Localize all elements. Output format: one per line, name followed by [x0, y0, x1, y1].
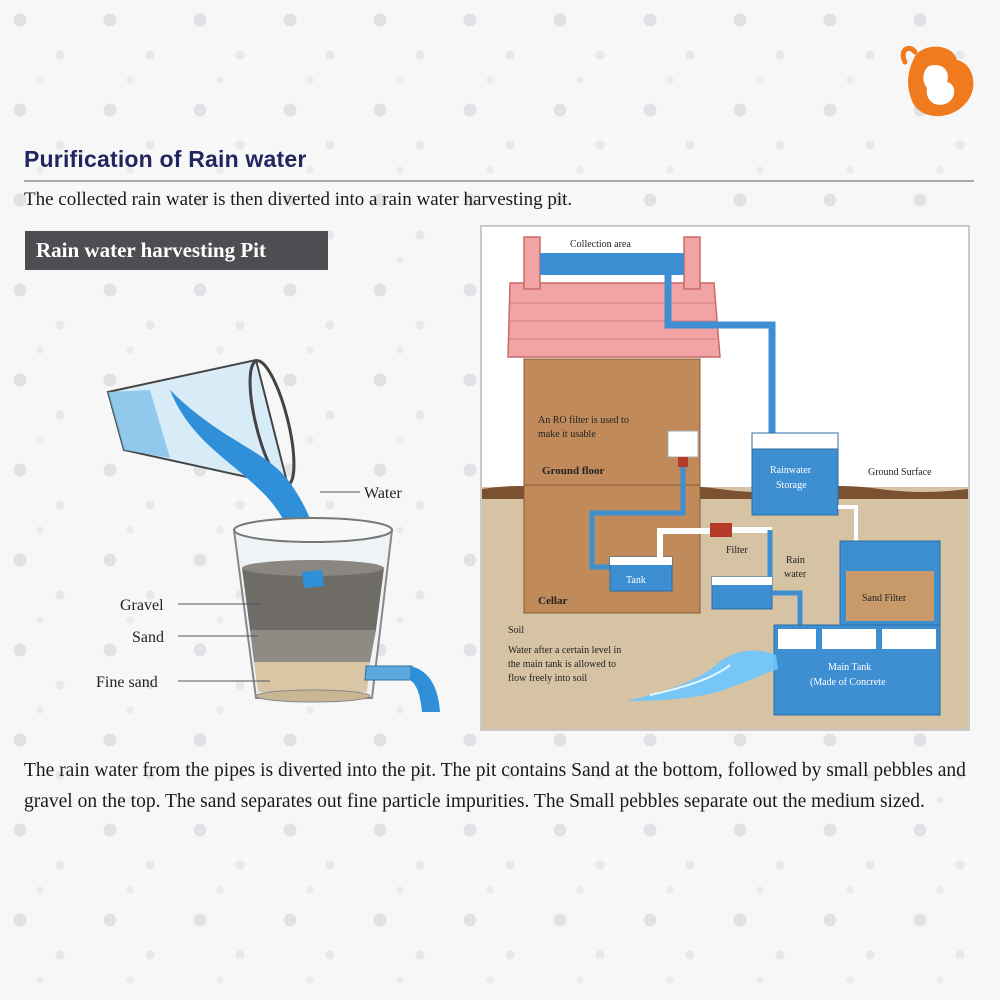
house-ground-floor — [523, 358, 701, 486]
chimney-right — [683, 236, 701, 290]
sand-layer — [250, 630, 376, 662]
fine-sand-label: Fine sand — [96, 674, 158, 691]
pit-section-label: Rain water harvesting Pit — [25, 231, 328, 270]
description-text: The rain water from the pipes is diverte… — [24, 760, 966, 812]
house-cellar — [523, 484, 701, 614]
main-tank-label-1: Main Tank — [828, 662, 871, 673]
soil-note-1: Water after a certain level in — [508, 645, 621, 656]
harvesting-house-diagram: Collection area Rainwater Storage An RO … — [480, 225, 970, 731]
sand-label: Sand — [132, 629, 164, 646]
outlet-water — [410, 666, 440, 712]
soil-note-3: flow freely into soil — [508, 673, 587, 684]
soil-label: Soil — [508, 625, 524, 636]
ground-floor-label: Ground floor — [542, 465, 605, 477]
chimney-left — [523, 236, 541, 290]
water-stream — [170, 390, 322, 572]
rain-water-label-2: water — [784, 569, 807, 580]
soil-note-2: the main tank is allowed to — [508, 659, 616, 670]
ro-filter-label-2: make it usable — [538, 429, 596, 440]
water-label: Water — [364, 485, 402, 502]
rainwater-storage-label-1: Rainwater — [770, 465, 812, 476]
roof — [507, 282, 721, 358]
main-tank-label-2: (Made of Concrete — [810, 677, 886, 688]
rainwater-storage-label-2: Storage — [776, 480, 807, 491]
intro-text: The collected rain water is then diverte… — [24, 189, 573, 210]
ro-filter-box — [667, 430, 699, 458]
page-title: Purification of Rain water — [24, 146, 307, 172]
gravel-layer — [242, 568, 384, 630]
filter-unit — [710, 523, 732, 537]
overflow-splash — [626, 650, 778, 701]
filter-label: Filter — [726, 545, 748, 556]
title-divider — [24, 180, 974, 182]
downpipe — [664, 275, 776, 435]
tank-label: Tank — [626, 575, 646, 586]
brand-logo-icon — [900, 45, 974, 117]
gravel-label: Gravel — [120, 597, 164, 614]
fine-sand-layer — [254, 662, 370, 692]
filter-glass — [232, 517, 394, 703]
sand-filter-label: Sand Filter — [862, 593, 907, 604]
filtration-glass-diagram: Water Gravel Sand Fine sand — [96, 358, 440, 712]
rain-water-label-1: Rain — [786, 555, 805, 566]
collection-area-label: Collection area — [570, 239, 631, 250]
collection-area — [540, 253, 684, 275]
cellar-label: Cellar — [538, 595, 567, 607]
ro-filter-label-1: An RO filter is used to — [538, 415, 629, 426]
ground-surface-label: Ground Surface — [868, 467, 932, 478]
outlet-pipe — [364, 665, 413, 681]
